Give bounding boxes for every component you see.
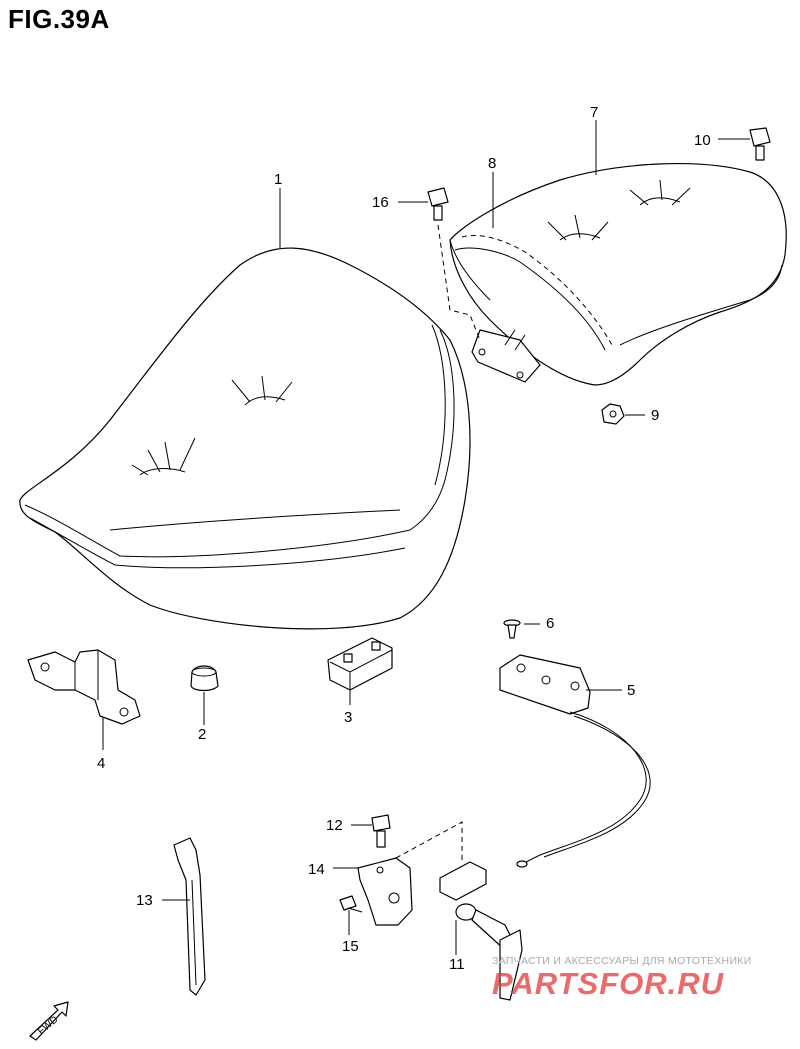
callout-15: 15: [342, 938, 359, 955]
cover-5: [499, 654, 651, 868]
cushion-2: [190, 665, 219, 692]
lock-11: [395, 821, 523, 1001]
callout-11: 11: [449, 956, 465, 973]
tie-13: [173, 837, 206, 996]
figure-title: FIG.39A: [8, 4, 110, 34]
callout-13-14: 14: [308, 861, 325, 878]
callout-2: 2: [198, 726, 206, 743]
callout-5: 5: [627, 682, 635, 699]
callout-4: 4: [97, 755, 105, 772]
callout-10: 10: [694, 132, 711, 149]
block-3: [327, 637, 393, 691]
screw-15: [339, 895, 363, 913]
callout-9: 9: [651, 407, 659, 424]
bolt-12: [371, 814, 391, 848]
callout-13: 13: [136, 892, 153, 909]
callout-16: 16: [372, 194, 389, 211]
pillion-seat: [449, 163, 787, 386]
plate-14: [357, 857, 413, 926]
bolt-16: [427, 187, 481, 341]
nut-9: [601, 403, 625, 425]
callout-labels: 1 2 3 4 5 6 7 8 9 10 11 12 14 15 13 16: [97, 104, 711, 973]
callout-8: 8: [488, 155, 496, 172]
screw-6: [503, 619, 521, 639]
front-seat: [19, 247, 471, 630]
callout-3: 3: [344, 709, 352, 726]
callout-6: 6: [546, 615, 554, 632]
callout-1: 1: [274, 171, 282, 188]
leader-lines: [102, 120, 750, 955]
watermark-caption: ЗАПЧАСТИ И АКСЕССУАРЫ ДЛЯ МОТОТЕХНИКИ: [492, 955, 752, 967]
fwd-arrow: FWD: [29, 1001, 69, 1041]
watermark-brand: PARTSFOR.RU: [492, 966, 725, 1001]
callout-12: 12: [326, 817, 343, 834]
bolt-10: [749, 127, 771, 161]
callout-7: 7: [590, 104, 598, 121]
bracket-4: [27, 649, 141, 725]
